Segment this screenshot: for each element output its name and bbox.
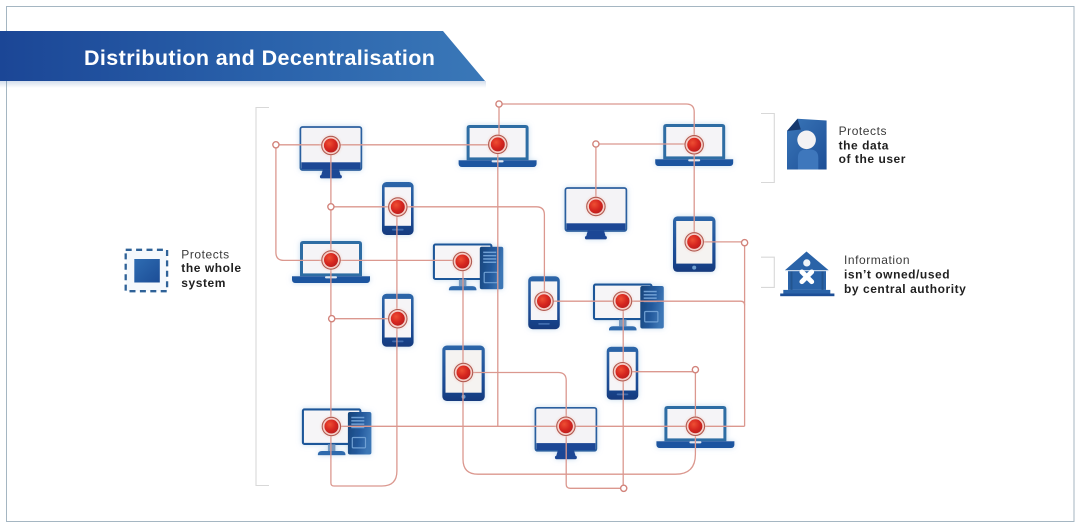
svg-text:isn’t owned/used: isn’t owned/used: [844, 268, 950, 282]
svg-text:by central authority: by central authority: [844, 282, 966, 296]
svg-text:Distribution and Decentralisat: Distribution and Decentralisation: [84, 46, 435, 70]
svg-text:system: system: [181, 276, 226, 290]
svg-text:Protects: Protects: [839, 124, 887, 138]
svg-text:of the user: of the user: [839, 152, 906, 166]
svg-text:the whole: the whole: [181, 261, 241, 275]
svg-text:Information: Information: [844, 253, 910, 267]
svg-text:Protects: Protects: [181, 247, 229, 261]
svg-text:the data: the data: [839, 139, 889, 153]
